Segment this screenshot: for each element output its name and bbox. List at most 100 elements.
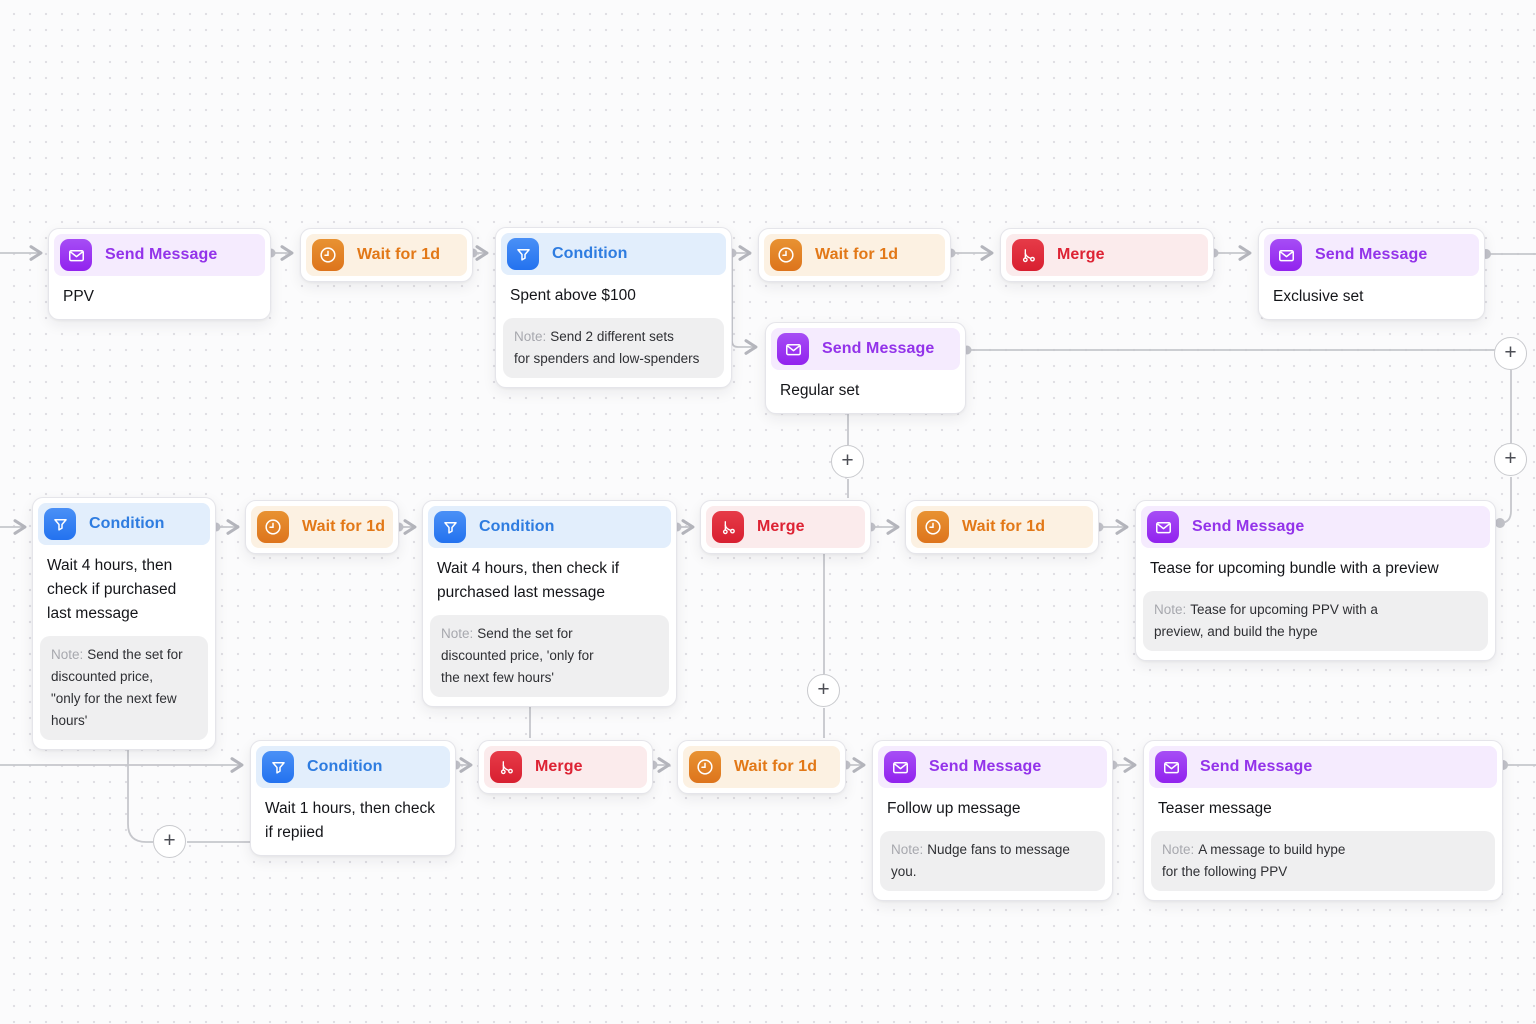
node-condition-replied[interactable]: Condition Wait 1 hours, then check if re… [250,740,456,856]
node-header: Wait for 1d [683,746,840,788]
node-title: Wait 1 hours, then check if repiied [265,800,436,841]
node-header: Condition [428,506,671,548]
node-type-label: Wait for 1d [734,758,818,775]
node-header: Condition [38,503,210,545]
node-header: Send Message [771,328,960,370]
node-condition-spent[interactable]: Condition Spent above $100 Note:Send 2 d… [495,227,732,388]
note-prefix: Note: [514,329,547,344]
node-send-message-exclusive[interactable]: Send Message Exclusive set [1258,228,1485,320]
node-type-label: Merge [757,518,805,535]
node-send-message-teaser[interactable]: Send Message Teaser message Note:A messa… [1143,740,1503,901]
node-condition-purchased-1[interactable]: Condition Wait 4 hours, then check if pu… [32,497,216,750]
node-header: Condition [501,233,726,275]
node-title: PPV [63,288,95,305]
node-title: Wait 4 hours, then check if purchased la… [47,557,177,622]
node-merge-1[interactable]: Merge [1000,228,1214,282]
node-type-label: Send Message [1315,246,1428,263]
node-title: Tease for upcoming bundle with a preview [1150,560,1439,577]
mail-icon [1147,511,1179,543]
node-header: Merge [484,746,647,788]
note-prefix: Note: [1154,602,1187,617]
plus-icon[interactable]: + [807,674,840,707]
clock-icon [917,511,949,543]
plus-icon[interactable]: + [1494,337,1527,370]
merge-icon [490,751,522,783]
node-wait-5[interactable]: Wait for 1d [677,740,846,794]
clock-icon [689,751,721,783]
node-header: Merge [1006,234,1208,276]
node-type-label: Condition [307,758,383,775]
node-merge-3[interactable]: Merge [478,740,653,794]
node-type-label: Send Message [929,758,1042,775]
node-header: Merge [706,506,865,548]
node-header: Wait for 1d [251,506,393,548]
note-text: Send the set for discounted price, 'only… [441,626,594,685]
node-title: Regular set [780,382,860,399]
node-type-label: Send Message [822,340,935,357]
note-text: A message to build hype for the followin… [1162,842,1346,879]
mail-icon [60,239,92,271]
node-type-label: Condition [479,518,555,535]
filter-icon [434,511,466,543]
node-header: Wait for 1d [306,234,467,276]
node-send-message-ppv[interactable]: Send Message PPV [48,228,271,320]
node-wait-1[interactable]: Wait for 1d [300,228,473,282]
node-type-label: Merge [535,758,583,775]
edge [127,749,153,843]
node-note: Note:Send the set for discounted price, … [40,636,208,740]
node-send-message-followup[interactable]: Send Message Follow up message Note:Nudg… [872,740,1113,901]
note-prefix: Note: [891,842,924,857]
edge [1499,477,1512,524]
node-type-label: Merge [1057,246,1105,263]
node-title: Exclusive set [1273,288,1364,305]
clock-icon [257,511,289,543]
note-prefix: Note: [441,626,474,641]
note-prefix: Note: [1162,842,1195,857]
note-text: Tease for upcoming PPV with a preview, a… [1154,602,1378,639]
filter-icon [262,751,294,783]
mail-icon [777,333,809,365]
node-header: Wait for 1d [764,234,945,276]
node-send-message-regular[interactable]: Send Message Regular set [765,322,966,414]
node-header: Send Message [1149,746,1497,788]
node-type-label: Send Message [1200,758,1313,775]
node-header: Send Message [1141,506,1490,548]
clock-icon [312,239,344,271]
node-wait-3[interactable]: Wait for 1d [245,500,399,554]
mail-icon [1155,751,1187,783]
merge-icon [1012,239,1044,271]
node-send-message-tease[interactable]: Send Message Tease for upcoming bundle w… [1135,500,1496,661]
plus-icon[interactable]: + [1494,443,1527,476]
node-type-label: Wait for 1d [815,246,899,263]
clock-icon [770,239,802,271]
node-condition-purchased-2[interactable]: Condition Wait 4 hours, then check if pu… [422,500,677,707]
node-title: Teaser message [1158,800,1272,817]
node-note: Note:Send 2 different sets for spenders … [503,318,724,378]
plus-icon[interactable]: + [831,445,864,478]
node-type-label: Wait for 1d [302,518,386,535]
node-merge-2[interactable]: Merge [700,500,871,554]
filter-icon [44,508,76,540]
connector-dot[interactable] [1495,518,1505,528]
node-type-label: Wait for 1d [962,518,1046,535]
node-note: Note:A message to build hype for the fol… [1151,831,1495,891]
node-title: Spent above $100 [510,287,636,304]
note-text: Nudge fans to message you. [891,842,1070,879]
node-type-label: Wait for 1d [357,246,441,263]
plus-icon[interactable]: + [153,825,186,858]
note-text: Send 2 different sets for spenders and l… [514,329,700,366]
node-header: Condition [256,746,450,788]
note-prefix: Note: [51,647,84,662]
node-wait-4[interactable]: Wait for 1d [905,500,1099,554]
node-note: Note:Nudge fans to message you. [880,831,1105,891]
node-note: Note:Tease for upcoming PPV with a previ… [1143,591,1488,651]
node-type-label: Send Message [1192,518,1305,535]
note-text: Send the set for discounted price, "only… [51,647,183,728]
node-title: Follow up message [887,800,1021,817]
node-note: Note:Send the set for discounted price, … [430,615,669,697]
merge-icon [712,511,744,543]
node-header: Send Message [878,746,1107,788]
mail-icon [884,751,916,783]
node-wait-2[interactable]: Wait for 1d [758,228,951,282]
